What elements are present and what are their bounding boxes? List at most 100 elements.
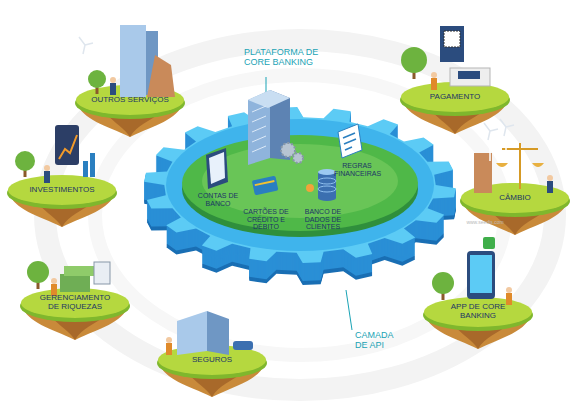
insurance-building [177,311,207,355]
gear-icon [281,143,295,157]
phone-app [467,251,495,299]
island-label: SEGUROS [162,348,262,372]
person-body [110,83,116,95]
money-stack [60,274,90,292]
island-illustration [474,119,553,193]
island-top [424,297,532,327]
island-label: APP DE CORE BANKING [448,300,508,324]
island-outline [423,237,533,347]
tablet-icon [206,148,228,189]
person-body [506,293,512,305]
pos-counter [450,68,490,86]
tablet-screen [209,152,225,184]
island-top [8,175,116,205]
money-stack [64,266,94,276]
turbine-blades [500,119,514,136]
growth-arrow [59,135,77,159]
database-icon [318,169,336,201]
island-label: CÂMBIO [465,186,565,210]
island-outline [75,25,185,135]
rock [147,55,175,97]
leader-line [266,77,267,95]
tree-crown [401,47,427,73]
island-outline [157,285,267,395]
island-label: INVESTIMENTOS [12,178,112,202]
person-icon [306,184,314,192]
card-icon [252,176,279,196]
turbine-blades [484,123,498,140]
island-outline [460,123,570,233]
bar [90,153,95,177]
gear-top [144,107,456,263]
island-illustration [15,125,95,183]
qr-code [444,31,460,47]
app-icon [483,237,495,249]
calculator [94,262,110,284]
person-head [547,175,553,181]
person-head [110,77,116,83]
island-illustration [432,237,512,305]
platform-label: CONTAS DE BANCO [194,192,242,207]
gear-icon [293,153,303,163]
island-label: PAGAMENTO [405,85,505,109]
turbine-blades [79,37,93,54]
scale-beam [502,148,538,150]
island-top [21,288,129,318]
platform-center [202,144,398,218]
platform-label: www.seedis.com [455,220,515,226]
island-outline [7,115,117,225]
island-illustration [27,261,110,296]
island-node: GERENCIAMENTO DE RIQUEZAS [20,228,130,338]
api-layer-heading: CAMADA DE API [355,330,403,350]
platform-top [182,135,418,231]
island-node: APP DE CORE BANKING [423,237,533,347]
island-illustration [401,26,490,90]
document-icon [338,124,362,158]
pos-screen [458,71,480,79]
bar [83,161,88,177]
tree-crown [432,272,454,294]
card-stripe [255,180,275,186]
platform-label: BANCO DE DADOS DE CLIENTES [296,208,350,231]
building-side [270,90,290,160]
car [233,341,253,350]
person-body [547,181,553,193]
island-node: SEGUROS [157,285,267,395]
gear-node: CAMADA DE APIPLATAFORMA DE CORE BANKING [140,100,460,300]
phone-screen [470,255,492,293]
building-windows [252,106,266,152]
tree-crown [15,151,35,171]
tree-crown [88,70,106,88]
scale-pan [496,163,544,167]
island-outline [20,228,130,338]
person-body [166,343,172,355]
tree-crown [27,261,49,283]
island-label: OUTROS SERVIÇOS [80,88,180,112]
island-node: INVESTIMENTOS [7,115,117,225]
building-front [248,90,270,165]
disc-outline [182,133,418,237]
phone-chart [55,125,79,165]
island-node: OUTROS SERVIÇOS [75,25,185,135]
qr-terminal [440,26,464,62]
leader-line [346,290,352,330]
insurance-building-side [207,311,229,355]
island-node: CÂMBIO [460,123,570,233]
platform-label: REGRAS FINANCEIRAS [334,162,380,177]
island-node: PAGAMENTO [400,22,510,132]
building-roof [248,90,290,108]
person-head [51,278,57,284]
person-head [166,337,172,343]
island-outline [400,22,510,132]
person-head [431,72,437,78]
person-head [506,287,512,293]
island-label: GERENCIAMENTO DE RIQUEZAS [39,291,111,315]
person-body [44,171,50,183]
person-body [431,78,437,90]
island-illustration [79,25,175,97]
tower-front [120,25,146,97]
platform-label: CARTÕES DE CRÉDITO E DÉBITO [238,208,294,231]
disc-node: PLATAFORMA DE CORE BANKING [182,133,418,237]
